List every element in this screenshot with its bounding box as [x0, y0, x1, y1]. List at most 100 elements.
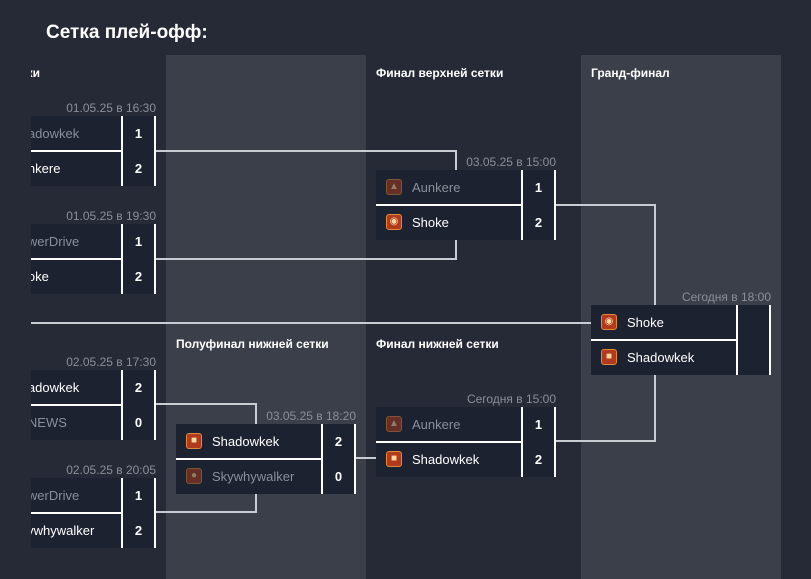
match-card-m1[interactable]: Shadowkek 1 Aunkere 2 [31, 116, 156, 186]
bracket-connectors [31, 150, 656, 513]
team-name: Shadowkek [31, 126, 80, 141]
match-card-m2[interactable]: PowerDrive 1 Shoke 2 [31, 224, 156, 294]
divider [121, 478, 123, 548]
match-team-row[interactable]: ● Skywhywalker 0 [176, 459, 356, 494]
divider [769, 305, 771, 375]
team-name: Shadowkek [412, 452, 480, 467]
match-team-row[interactable]: Shadowkek 1 [31, 116, 156, 151]
divider [321, 424, 323, 494]
divider [176, 458, 321, 460]
divider [31, 150, 121, 152]
divider [591, 339, 736, 341]
team-name: Shoke [627, 315, 664, 330]
shoke-logo-icon: ◉ [386, 214, 402, 230]
aunkere-logo-icon: ▲ [386, 416, 402, 432]
team-score: 1 [534, 417, 543, 432]
match-date: 03.05.25 в 18:20 [266, 409, 356, 423]
team-score: 2 [134, 523, 143, 538]
shoke-logo-icon: ◉ [601, 314, 617, 330]
divider [31, 512, 121, 514]
team-name: PowerDrive [31, 234, 80, 249]
team-name: Shoke [412, 215, 449, 230]
match-date: Сегодня в 15:00 [466, 392, 556, 406]
divider [376, 204, 521, 206]
match-date: 01.05.25 в 19:30 [66, 209, 156, 223]
skywhywalker-logo-icon: ● [186, 468, 202, 484]
divider [521, 170, 523, 240]
team-name: Shadowkek [627, 350, 695, 365]
shadowkek-logo-icon: ■ [386, 451, 402, 467]
divider [31, 258, 121, 260]
shadowkek-logo-icon: ■ [601, 349, 617, 365]
team-score: 2 [534, 452, 543, 467]
match-team-row[interactable]: PowerDrive 1 [31, 478, 156, 513]
divider [154, 370, 156, 440]
team-score: 1 [134, 488, 143, 503]
match-team-row[interactable]: ◉ Shoke [591, 305, 771, 340]
round-label-lower-final: Финал нижней сетки [376, 337, 499, 351]
team-name: Skywhywalker [31, 523, 95, 538]
team-score: 2 [334, 434, 343, 449]
match-team-row[interactable]: E2NEWS 0 [31, 405, 156, 440]
match-team-row[interactable]: ■ Shadowkek 2 [176, 424, 356, 459]
divider [121, 224, 123, 294]
divider [554, 407, 556, 477]
match-card-m8[interactable]: ◉ Shoke ■ Shadowkek [591, 305, 771, 375]
match-team-row[interactable]: ▲ Aunkere 1 [376, 170, 556, 205]
team-name: Skywhywalker [212, 469, 295, 484]
match-card-m7[interactable]: ▲ Aunkere 1 ■ Shadowkek 2 [376, 407, 556, 477]
team-name: Shoke [31, 269, 49, 284]
match-card-m5[interactable]: ▲ Aunkere 1 ◉ Shoke 2 [376, 170, 556, 240]
divider [376, 441, 521, 443]
team-score: 0 [134, 415, 143, 430]
team-name: Shadowkek [212, 434, 280, 449]
team-score: 1 [134, 126, 143, 141]
team-score: 2 [134, 380, 143, 395]
team-name: PowerDrive [31, 488, 80, 503]
page-title: Сетка плей-офф: [46, 22, 208, 43]
match-team-row[interactable]: ■ Shadowkek [591, 340, 771, 375]
divider [121, 370, 123, 440]
divider [154, 478, 156, 548]
divider [154, 224, 156, 294]
match-team-row[interactable]: PowerDrive 1 [31, 224, 156, 259]
match-card-m6[interactable]: ■ Shadowkek 2 ● Skywhywalker 0 [176, 424, 356, 494]
team-name: Aunkere [412, 180, 461, 195]
team-score: 2 [534, 215, 543, 230]
match-date: Сегодня в 18:00 [681, 290, 771, 304]
team-name: Aunkere [412, 417, 461, 432]
match-team-row[interactable]: ▲ Aunkere 1 [376, 407, 556, 442]
divider [554, 170, 556, 240]
team-name: Shadowkek [31, 380, 80, 395]
shadowkek-logo-icon: ■ [186, 433, 202, 449]
match-date: 01.05.25 в 16:30 [66, 101, 156, 115]
round-label-upper-final: Финал верхней сетки [376, 66, 504, 80]
match-team-row[interactable]: ◉ Shoke 2 [376, 205, 556, 240]
team-score: 2 [134, 269, 143, 284]
team-name: Aunkere [31, 161, 61, 176]
match-card-m4[interactable]: PowerDrive 1 Skywhywalker 2 [31, 478, 156, 548]
round-label-grand-final: Гранд-финал [591, 66, 670, 80]
divider [121, 116, 123, 186]
match-team-row[interactable]: ■ Shadowkek 2 [376, 442, 556, 477]
divider [354, 424, 356, 494]
match-card-m3[interactable]: Shadowkek 2 E2NEWS 0 [31, 370, 156, 440]
divider [154, 116, 156, 186]
match-date: 03.05.25 в 15:00 [466, 155, 556, 169]
match-team-row[interactable]: Aunkere 2 [31, 151, 156, 186]
divider [31, 404, 121, 406]
team-score: 0 [334, 469, 343, 484]
divider [736, 305, 738, 375]
round-label-lower-semi: Полуфинал нижней сетки [176, 337, 329, 351]
match-date: 02.05.25 в 20:05 [66, 463, 156, 477]
match-team-row[interactable]: Shoke 2 [31, 259, 156, 294]
team-name: E2NEWS [31, 415, 67, 430]
divider [521, 407, 523, 477]
aunkere-logo-icon: ▲ [386, 179, 402, 195]
team-score: 2 [134, 161, 143, 176]
bracket-viewport[interactable]: Полуфинал верхней сетки Финал верхней се… [31, 0, 811, 579]
team-score: 1 [534, 180, 543, 195]
match-team-row[interactable]: Shadowkek 2 [31, 370, 156, 405]
match-team-row[interactable]: Skywhywalker 2 [31, 513, 156, 548]
team-score: 1 [134, 234, 143, 249]
